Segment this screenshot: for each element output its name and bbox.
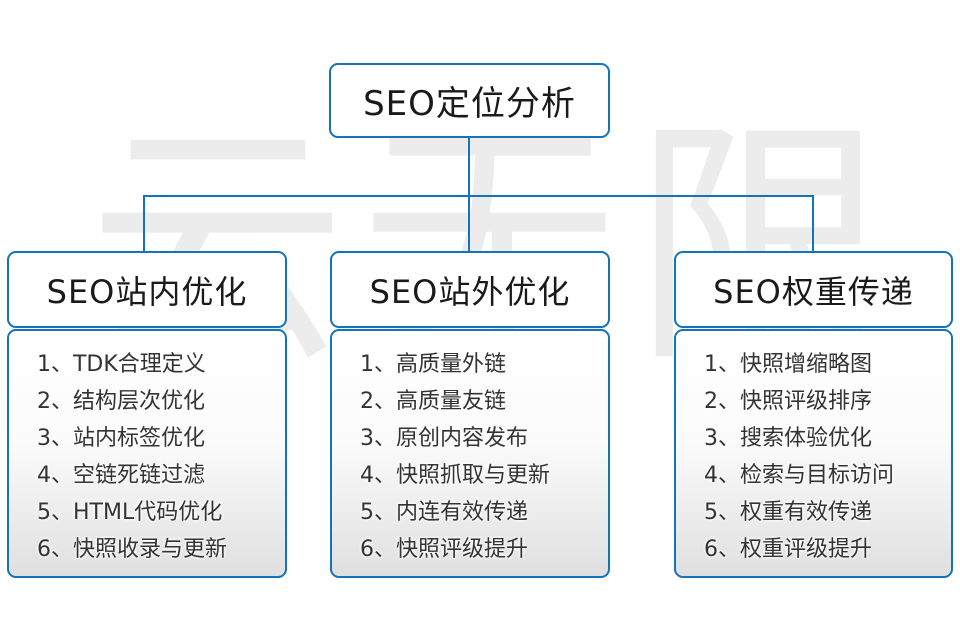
- list-item: 3、原创内容发布: [360, 426, 528, 451]
- root-node-label: SEO定位分析: [363, 84, 576, 124]
- list-item: 6、权重评级提升: [704, 537, 872, 562]
- list-item: 2、结构层次优化: [37, 389, 205, 414]
- connector-stem: [468, 138, 470, 196]
- list-item: 5、HTML代码优化: [37, 500, 223, 525]
- branch-list-offsite: 1、高质量外链 2、高质量友链 3、原创内容发布 4、快照抓取与更新 5、内连有…: [330, 329, 610, 578]
- connector-drop-right: [812, 195, 814, 252]
- list-item: 4、检索与目标访问: [704, 463, 894, 488]
- branch-header-onsite-label: SEO站内优化: [46, 272, 248, 311]
- list-item: 3、站内标签优化: [37, 426, 205, 451]
- list-item: 4、空链死链过滤: [37, 463, 205, 488]
- branch-header-offsite: SEO站外优化: [330, 251, 610, 328]
- connector-drop-center: [468, 195, 470, 252]
- list-item: 6、快照收录与更新: [37, 537, 227, 562]
- connector-rail: [143, 195, 814, 197]
- branch-list-weight: 1、快照增缩略图 2、快照评级排序 3、搜索体验优化 4、检索与目标访问 5、权…: [674, 329, 953, 578]
- list-item: 2、高质量友链: [360, 389, 506, 414]
- list-item: 5、内连有效传递: [360, 500, 528, 525]
- list-item: 5、权重有效传递: [704, 500, 872, 525]
- branch-header-onsite: SEO站内优化: [7, 251, 287, 328]
- list-item: 1、高质量外链: [360, 352, 506, 377]
- branch-header-offsite-label: SEO站外优化: [369, 272, 571, 311]
- list-item: 2、快照评级排序: [704, 389, 872, 414]
- branch-list-onsite: 1、TDK合理定义 2、结构层次优化 3、站内标签优化 4、空链死链过滤 5、H…: [7, 329, 287, 578]
- list-item: 3、搜索体验优化: [704, 426, 872, 451]
- list-item: 1、快照增缩略图: [704, 352, 872, 377]
- branch-header-weight-label: SEO权重传递: [713, 272, 914, 311]
- connector-drop-left: [143, 195, 145, 252]
- list-item: 6、快照评级提升: [360, 537, 528, 562]
- list-item: 4、快照抓取与更新: [360, 463, 550, 488]
- branch-header-weight: SEO权重传递: [674, 251, 953, 328]
- list-item: 1、TDK合理定义: [37, 352, 206, 377]
- root-node-seo-positioning: SEO定位分析: [329, 63, 610, 138]
